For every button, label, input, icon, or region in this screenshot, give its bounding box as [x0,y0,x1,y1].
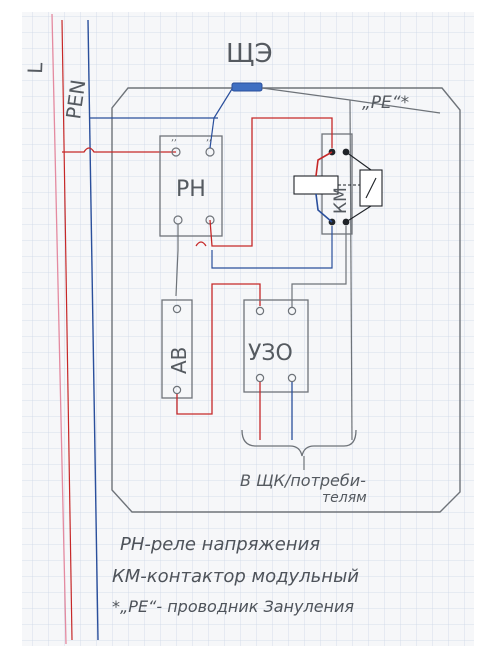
rn-to-km-wire [209,117,333,247]
av-to-uzo-wire [176,283,261,415]
km-label: КМ [331,187,351,214]
km-coil-wire-bottom [315,193,333,223]
rn-label: РН [176,177,206,202]
rn-relay-box [159,135,223,237]
av-terminal [172,304,182,314]
output-label-line2: телям [322,490,367,506]
km-contact-wire [345,205,372,223]
phase-tap [62,147,176,153]
rn-terminal [171,147,181,157]
phase-conductor [61,19,73,641]
cabinet-label: ЩЭ [226,39,273,69]
rn-terminal-mark: ʼʼ [206,139,212,149]
pe-label: „PE“* [362,93,409,113]
busbar-link [213,88,233,119]
av-label: АВ [167,347,191,374]
uzo-terminal [255,306,265,316]
uzo-terminal [255,373,265,383]
margin-line [51,13,67,645]
pen-conductor [87,19,99,641]
pen-busbar [231,82,263,92]
rn-n-wire [209,117,215,149]
cabinet-outline [111,87,461,513]
pe-conductor-out [349,99,441,114]
legend-rn: РН-реле напряжения [120,534,320,555]
legend-pe: *„PE“- проводник Зануления [112,597,354,616]
km-coil-wire-top [315,151,333,177]
rn-wire-crossover [195,241,207,247]
av-terminal [172,385,182,395]
uzo-label: УЗО [248,341,293,366]
pen-label: PEN [61,78,90,121]
pe-conductor-down [349,99,353,441]
output-brace [241,429,357,457]
rn-terminal-mark: ʼʼ [171,139,177,149]
rn-to-av-wire [175,224,179,297]
phase-label: L [23,61,47,74]
km-to-uzo-wire [291,226,347,307]
km-contact-blade [365,177,377,199]
output-label-line1: В ЩК/потреби- [240,471,366,490]
km-n-wire [211,226,333,269]
pe-conductor [261,87,351,101]
uzo-terminal [287,306,297,316]
legend-km: КМ-контактор модульный [112,566,359,587]
uzo-terminal [287,373,297,383]
uzo-box [243,299,309,393]
km-contact-wire [345,151,372,171]
